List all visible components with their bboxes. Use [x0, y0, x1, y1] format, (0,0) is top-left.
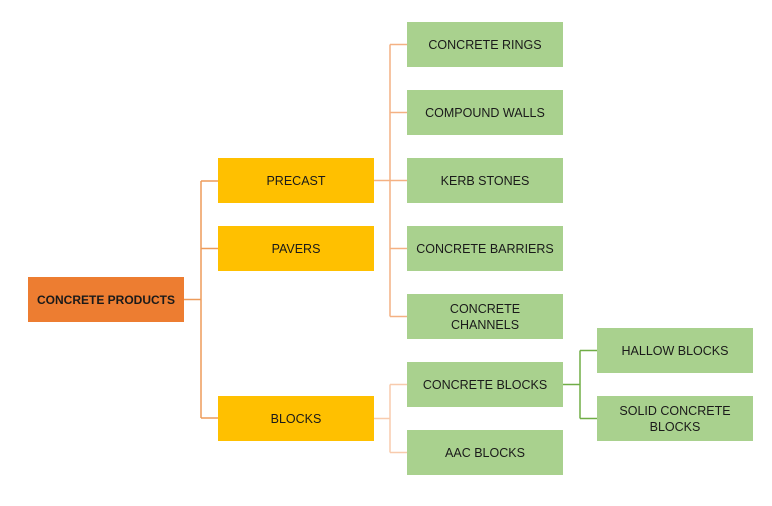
concrete-blocks-connectors [563, 349, 597, 420]
root-connectors [184, 180, 218, 419]
precast-to-items-line [374, 43, 407, 318]
precast-item-concrete-barriers: CONCRETE BARRIERS [407, 226, 563, 271]
precast-item-concrete-channels: CONCRETE CHANNELS [407, 294, 563, 339]
category-blocks: BLOCKS [218, 396, 374, 441]
category-precast: PRECAST [218, 158, 374, 203]
category-pavers: PAVERS [218, 226, 374, 271]
blocks-item-aac-blocks: AAC BLOCKS [407, 430, 563, 475]
blocks-to-items-line [374, 383, 407, 454]
precast-item-compound-walls: COMPOUND WALLS [407, 90, 563, 135]
blocks-item-concrete-blocks: CONCRETE BLOCKS [407, 362, 563, 407]
concrete-blocks-item-solid-concrete-blocks: SOLID CONCRETE BLOCKS [597, 396, 753, 441]
precast-item-concrete-rings: CONCRETE RINGS [407, 22, 563, 67]
root-to-categories-line [184, 180, 218, 419]
concrete-blocks-item-hallow-blocks: HALLOW BLOCKS [597, 328, 753, 373]
blocks-connectors [374, 383, 407, 454]
precast-item-kerb-stones: KERB STONES [407, 158, 563, 203]
concrete-blocks-to-items-line [563, 349, 597, 420]
root-node: CONCRETE PRODUCTS [28, 277, 184, 322]
precast-connectors [374, 43, 407, 318]
